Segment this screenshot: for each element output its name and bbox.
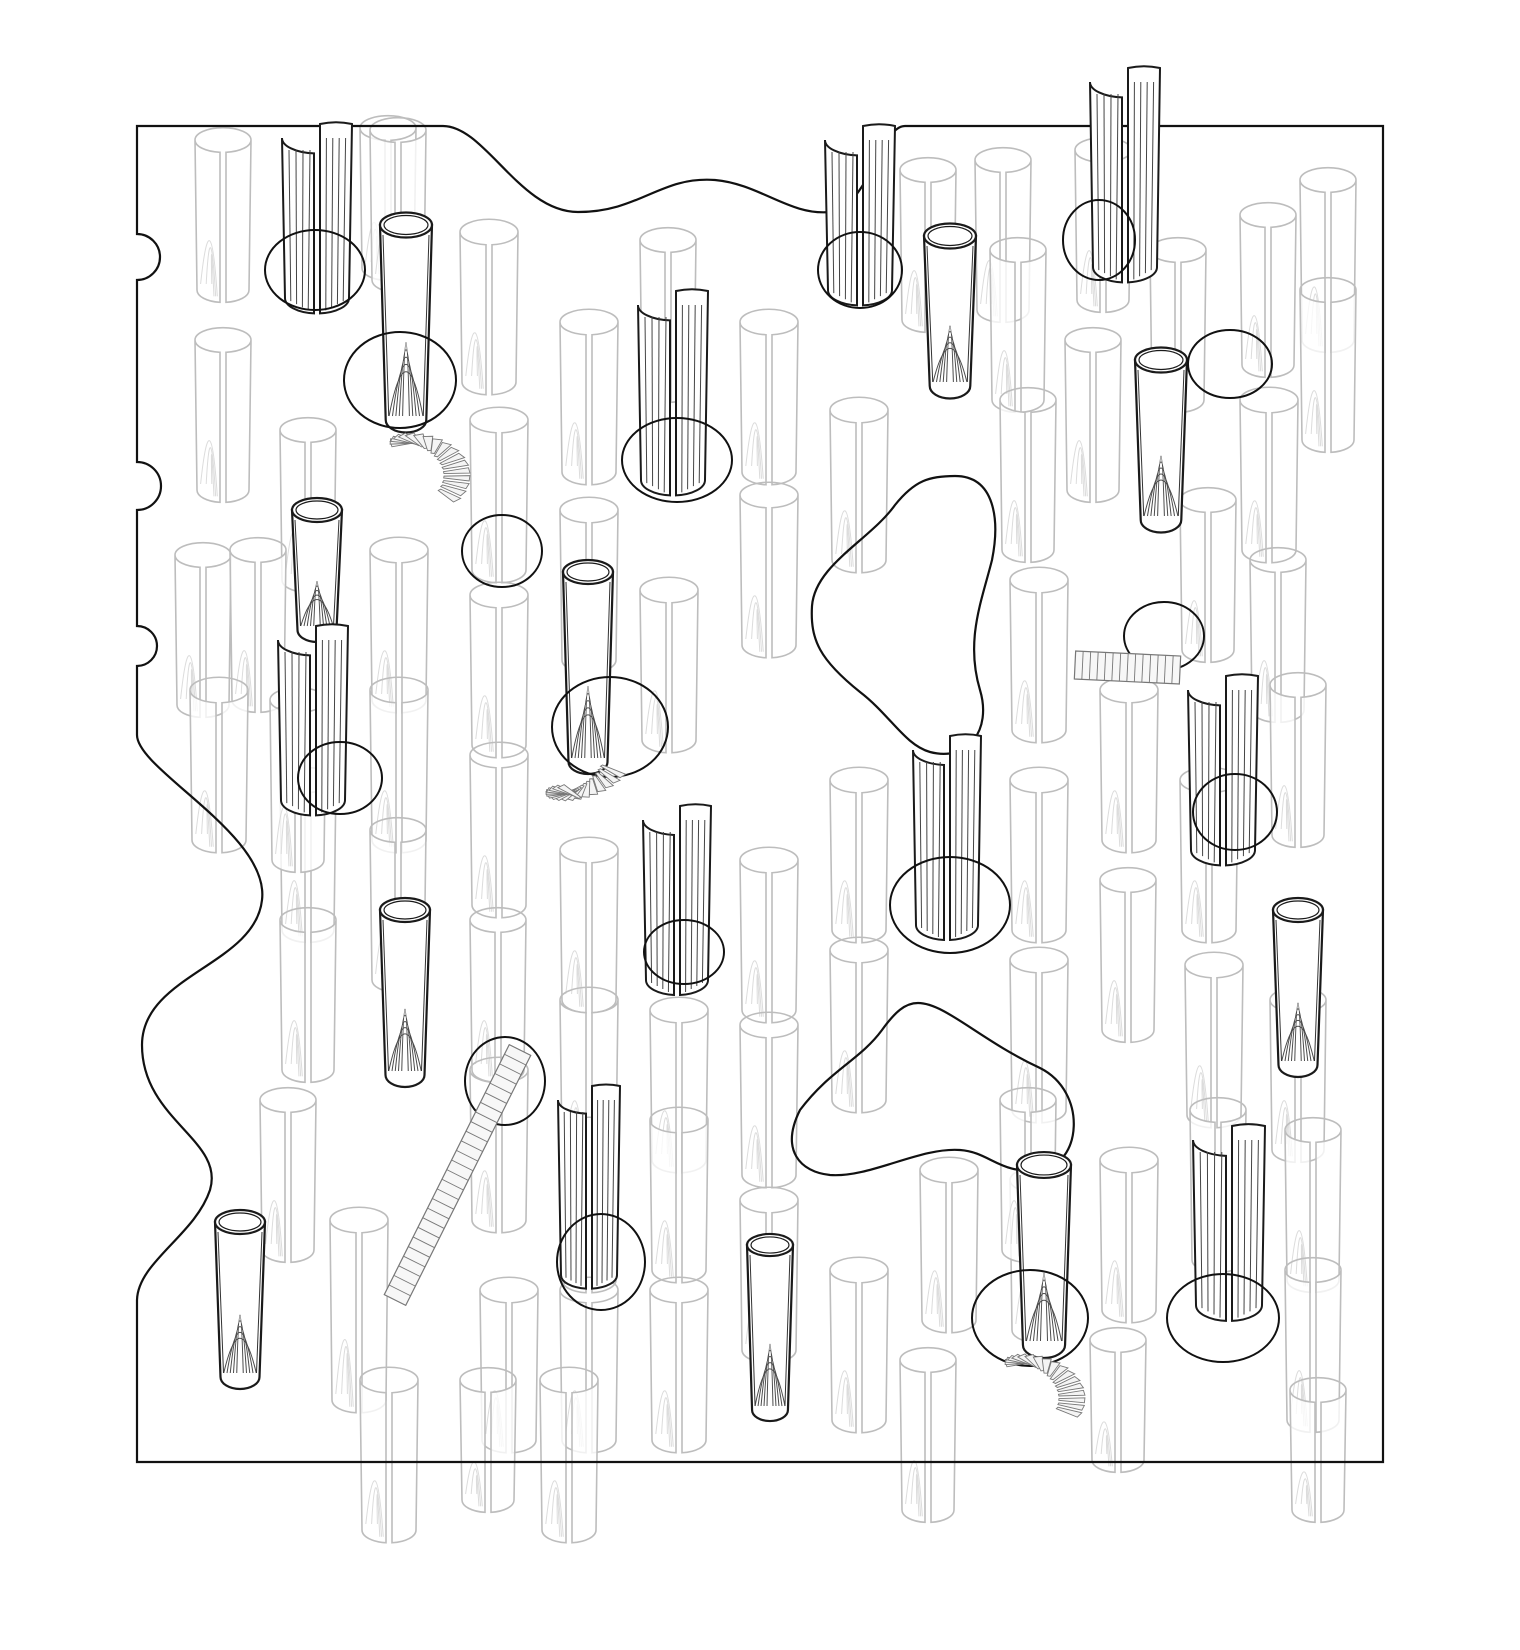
faint-split-column xyxy=(469,741,529,919)
dark-split-column xyxy=(1088,65,1162,284)
faint-split-column xyxy=(1064,326,1122,504)
faint-split-column xyxy=(1284,1256,1342,1434)
faint-split-column xyxy=(999,386,1057,564)
circular-floor-opening xyxy=(889,856,1011,954)
dark-split-column xyxy=(556,1083,622,1290)
dark-solid-column xyxy=(561,558,615,776)
circular-floor-opening xyxy=(643,919,725,985)
dark-split-column xyxy=(636,288,710,497)
circular-floor-opening xyxy=(1192,773,1278,851)
circular-floor-opening xyxy=(556,1213,646,1311)
dark-solid-column xyxy=(290,496,344,644)
spiral-stair xyxy=(545,764,627,802)
dark-split-column xyxy=(641,803,713,997)
straight-stair xyxy=(383,1043,532,1307)
upper-void xyxy=(810,474,997,755)
faint-split-column xyxy=(1099,676,1159,854)
faint-split-column xyxy=(259,1086,317,1264)
faint-split-column xyxy=(469,906,527,1084)
circular-floor-opening xyxy=(1187,329,1273,399)
circular-floor-opening xyxy=(817,231,903,309)
faint-split-column xyxy=(829,396,889,574)
faint-split-column xyxy=(194,326,252,504)
circular-floor-opening xyxy=(343,331,457,429)
circular-floor-opening xyxy=(461,514,543,588)
circular-floor-opening xyxy=(264,229,366,311)
dark-split-column xyxy=(1191,1123,1267,1322)
faint-split-column xyxy=(1099,1146,1159,1324)
faint-split-column xyxy=(559,836,619,1014)
dark-split-column xyxy=(911,733,983,942)
faint-split-column xyxy=(1299,276,1357,454)
faint-split-column xyxy=(1099,866,1157,1044)
dark-solid-column xyxy=(1133,346,1189,534)
spiral-stair xyxy=(1004,1353,1086,1418)
dark-solid-column xyxy=(1271,896,1325,1079)
dark-solid-column xyxy=(1015,1150,1073,1360)
dark-solid-column xyxy=(745,1232,795,1423)
faint-split-column xyxy=(989,236,1047,414)
faint-split-column xyxy=(739,308,799,486)
faint-split-column xyxy=(739,846,799,1024)
faint-split-column xyxy=(1009,566,1069,744)
faint-split-column xyxy=(919,1156,979,1334)
stairs-layer xyxy=(383,432,1182,1418)
lower-void xyxy=(790,1001,1075,1177)
faint-split-column xyxy=(829,1256,889,1434)
faint-split-column xyxy=(469,406,529,584)
faint-split-column xyxy=(649,1276,709,1454)
circular-floor-opening xyxy=(971,1269,1089,1367)
faint-split-column xyxy=(649,1106,709,1284)
straight-stair xyxy=(1073,650,1182,685)
circular-floor-opening xyxy=(297,741,383,815)
dark-solid-column xyxy=(213,1208,267,1391)
faint-split-column xyxy=(559,308,619,486)
dark-solid-column xyxy=(922,222,978,400)
circular-floor-opening xyxy=(1062,199,1136,281)
faint-split-column xyxy=(279,906,337,1084)
faint-split-column xyxy=(194,126,252,304)
faint-split-column xyxy=(829,766,889,944)
faint-split-column xyxy=(1249,546,1307,724)
faint-split-column xyxy=(459,1366,517,1514)
faint-split-column xyxy=(459,218,519,396)
dark-split-column xyxy=(1186,673,1260,867)
faint-split-column xyxy=(469,581,529,759)
faint-split-column xyxy=(739,481,799,659)
circular-floor-opening xyxy=(1166,1273,1280,1363)
faint-split-column xyxy=(639,576,699,754)
dark-split-column xyxy=(276,623,350,817)
dark-solid-column xyxy=(378,896,432,1089)
faint-split-column xyxy=(1184,951,1244,1129)
faint-split-column xyxy=(329,1206,389,1414)
faint-split-column xyxy=(1239,201,1297,379)
dark-solid-column xyxy=(378,211,434,434)
faint-split-column xyxy=(1179,486,1237,664)
faint-split-column xyxy=(1089,1326,1147,1474)
dark-split-column xyxy=(823,123,897,307)
slab-outline xyxy=(135,124,1385,1464)
faint-split-column xyxy=(899,1346,957,1524)
dark-columns-layer xyxy=(213,65,1325,1423)
circular-floor-opening xyxy=(621,417,733,503)
spiral-stair xyxy=(389,432,471,503)
faint-split-column xyxy=(1009,766,1069,944)
faint-split-column xyxy=(369,676,429,854)
circular-floor-opening xyxy=(464,1036,546,1126)
